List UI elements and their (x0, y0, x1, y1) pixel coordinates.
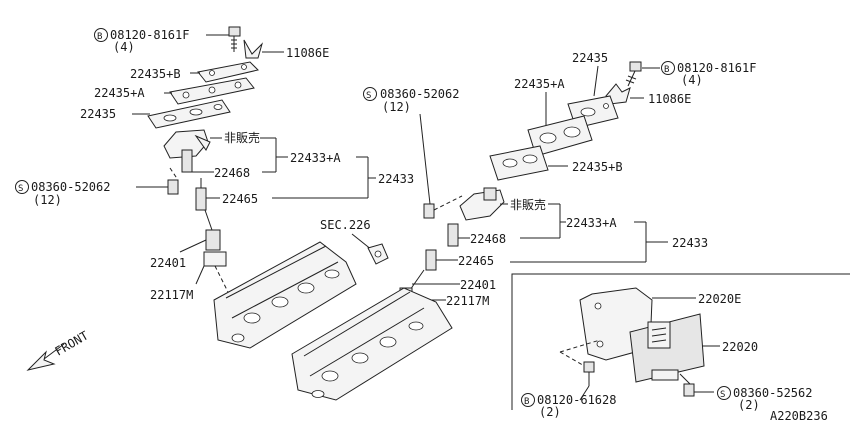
figure-code: A220B236 (770, 409, 828, 423)
bolt-top-right (625, 61, 642, 87)
svg-text:(4): (4) (681, 73, 703, 87)
svg-text:22020E: 22020E (698, 292, 741, 306)
bolt-top-left (228, 26, 241, 52)
svg-text:22401: 22401 (460, 278, 496, 292)
svg-text:(12): (12) (382, 100, 411, 114)
callout-bolt-top-right: B 08120-8161F (4) (642, 61, 756, 87)
svg-text:08360-52062: 08360-52062 (31, 180, 110, 194)
svg-text:(2): (2) (539, 405, 561, 419)
svg-text:22433+A: 22433+A (290, 151, 341, 165)
bracket-11086e-right: 11086E (605, 83, 691, 106)
svg-text:S: S (366, 91, 371, 101)
gasket-22435-left: 22435 (80, 99, 231, 129)
svg-text:22468: 22468 (470, 232, 506, 246)
svg-text:22435+B: 22435+B (572, 160, 623, 174)
svg-text:22117M: 22117M (150, 288, 193, 302)
callout-bolt-top-left: B 08120-8161F (4) (94, 28, 230, 54)
svg-text:B: B (524, 397, 529, 407)
gasket-22435b-right: 22435+B (489, 145, 623, 181)
callout-gasket-22435-right: 22435 (572, 51, 608, 97)
svg-text:(4): (4) (113, 40, 135, 54)
svg-text:22401: 22401 (150, 256, 186, 270)
svg-text:(2): (2) (738, 398, 760, 412)
callout-screw-bottom: S 08360-52562 (2) (717, 386, 812, 412)
svg-text:22435+B: 22435+B (130, 67, 181, 81)
svg-text:11086E: 11086E (286, 46, 329, 60)
svg-text:22435+A: 22435+A (94, 86, 145, 100)
svg-text:FRONT: FRONT (53, 328, 91, 358)
svg-text:22435: 22435 (572, 51, 608, 65)
svg-text:22433: 22433 (672, 236, 708, 250)
ignition-coil-left: 非販売 22468 (163, 129, 260, 180)
bracket-22433a-right: 22433+A 22433 (520, 203, 708, 262)
callout-sec-226: SEC.226 (320, 218, 373, 251)
svg-text:B: B (97, 32, 102, 42)
svg-text:B: B (664, 65, 669, 75)
screw-left (167, 167, 179, 195)
cylinder-head-right (291, 287, 453, 401)
svg-text:22435+A: 22435+A (514, 77, 565, 91)
cylinder-head-left (213, 241, 357, 349)
spark-plug-left: 22465 (195, 178, 368, 211)
svg-text:22435: 22435 (80, 107, 116, 121)
bolt-bottom (559, 339, 601, 401)
svg-text:22468: 22468 (214, 166, 250, 180)
svg-text:22465: 22465 (222, 192, 258, 206)
svg-text:非販売: 非販売 (510, 197, 546, 212)
svg-text:(12): (12) (33, 193, 62, 207)
svg-text:08120-61628: 08120-61628 (537, 393, 616, 407)
front-direction-arrow: FRONT (26, 328, 91, 371)
svg-text:S: S (720, 390, 725, 400)
callout-bolt-bottom: B 08120-61628 (2) (521, 393, 616, 419)
svg-text:22020: 22020 (722, 340, 758, 354)
svg-text:08360-52062: 08360-52062 (380, 87, 459, 101)
gasket-22435a-left: 22435+A (94, 77, 255, 105)
svg-text:08120-8161F: 08120-8161F (110, 28, 189, 42)
inset-box (511, 273, 850, 410)
svg-text:A220B236: A220B236 (770, 409, 828, 423)
svg-text:08120-8161F: 08120-8161F (677, 61, 756, 75)
callout-screw-left: S 08360-52062 (12) (15, 180, 168, 207)
screw-bottom (679, 373, 714, 397)
seal-22117m-left: 22117M (150, 251, 233, 302)
svg-text:11086E: 11086E (648, 92, 691, 106)
spark-plug-right: 22465 (425, 249, 646, 271)
svg-text:22433: 22433 (378, 172, 414, 186)
svg-text:SEC.226: SEC.226 (320, 218, 371, 232)
bracket-22433a-left: 22433+A 22433 (260, 137, 414, 198)
callout-screw-mid: S 08360-52062 (12) (363, 87, 459, 205)
control-module-22020: 22020 (629, 313, 758, 383)
sensor-22401-left: 22401 (150, 209, 221, 270)
gasket-22435b-left: 22435+B (130, 61, 259, 83)
bracket-11086e-left: 11086E (243, 39, 329, 60)
ignition-coil-right: 非販売 22468 (447, 187, 546, 247)
svg-text:非販売: 非販売 (224, 130, 260, 145)
knock-sensor (367, 243, 389, 265)
screw-mid (423, 195, 463, 219)
svg-text:08360-52562: 08360-52562 (733, 386, 812, 400)
svg-text:S: S (18, 184, 23, 194)
callout-gasket-22435a-right: 22435+A (514, 77, 565, 128)
svg-text:22433+A: 22433+A (566, 216, 617, 230)
svg-text:22465: 22465 (458, 254, 494, 268)
svg-text:22117M: 22117M (446, 294, 489, 308)
